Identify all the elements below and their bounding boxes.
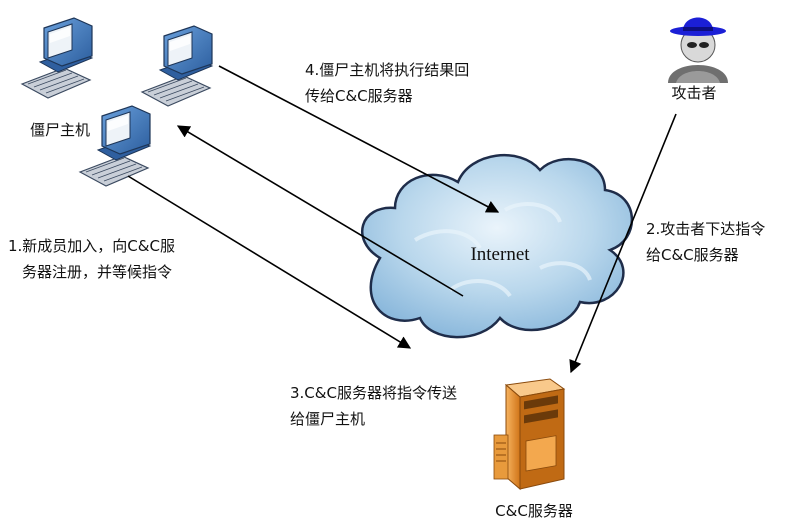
step1-caption: 1.新成员加入，向C&C服 务器注册，并等候指令 (8, 237, 180, 281)
arrow-step1 (176, 125, 464, 297)
zombie-host-3-icon (79, 105, 151, 187)
arrow-step3 (127, 175, 412, 349)
cc-server-icon (493, 378, 566, 491)
internet-label: Internet (470, 244, 530, 265)
step2-caption: 2.攻击者下达指令 给C&C服务器 (646, 220, 770, 264)
step3-caption: 3.C&C服务器将指令传送 给僵尸主机 (290, 384, 462, 428)
attacker-label: 攻击者 (671, 84, 716, 102)
zombie-host-2-icon (141, 25, 213, 107)
arrow-step2 (569, 113, 677, 374)
cc-server-label: C&C服务器 (495, 502, 573, 520)
zombie-host-1-icon (21, 17, 93, 99)
attacker-icon (668, 17, 728, 83)
arrow-step4 (218, 65, 500, 213)
zombie-hosts-label: 僵尸主机 (30, 121, 90, 139)
step4-caption: 4.僵尸主机将执行结果回 传给C&C服务器 (305, 61, 474, 105)
